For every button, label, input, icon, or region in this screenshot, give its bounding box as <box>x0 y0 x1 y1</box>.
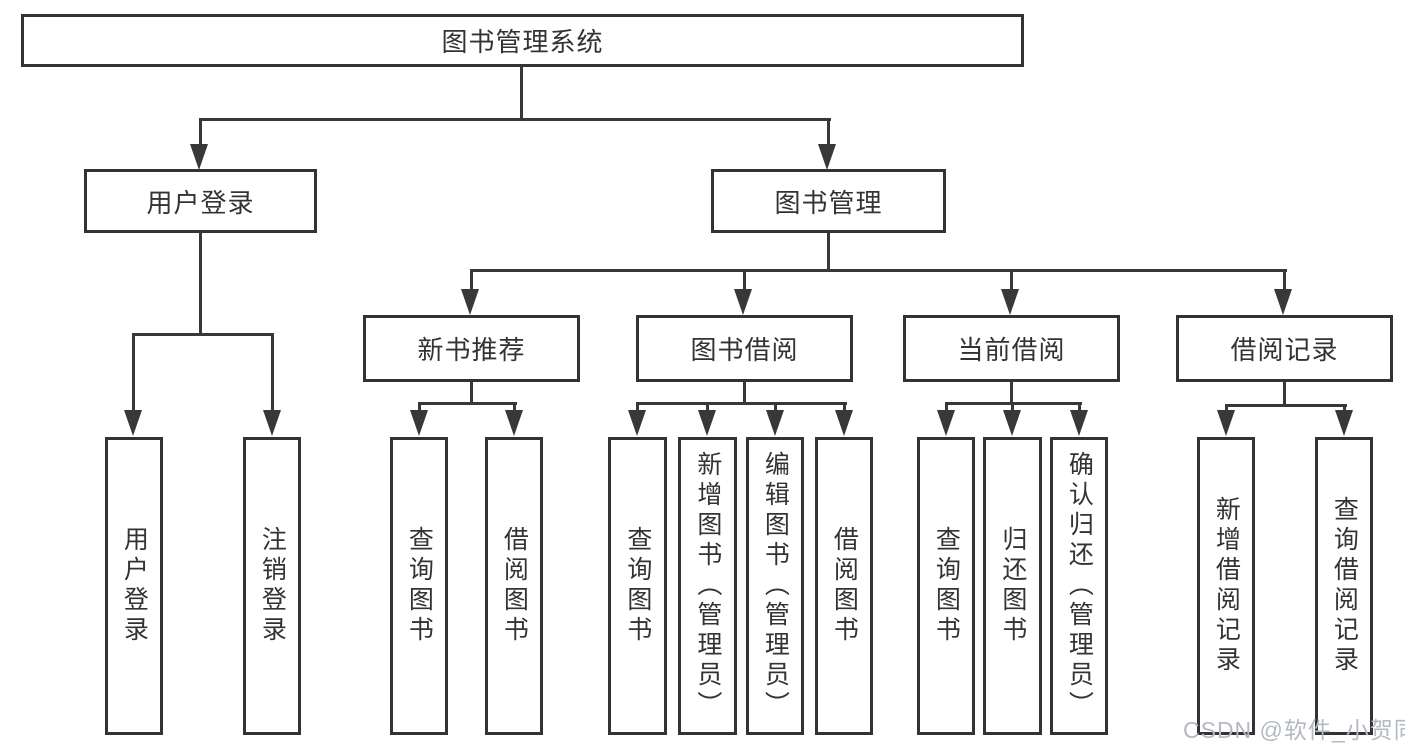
connector-h-line <box>636 402 847 405</box>
node-label: 查询图书 <box>932 526 961 646</box>
connector-v-line <box>470 382 473 404</box>
connector-v-line <box>774 402 777 411</box>
node-label: 编辑图书（管理员） <box>761 451 790 721</box>
connector-v-line <box>945 402 948 411</box>
node-leaf-add-borrow-record: 新增借阅记录 <box>1197 437 1255 735</box>
node-label: 查询图书 <box>623 526 652 646</box>
connector-v-line <box>1010 269 1013 291</box>
connector-v-line <box>418 402 421 411</box>
connector-v-line <box>1011 402 1014 411</box>
node-leaf-logout: 注销登录 <box>243 437 301 735</box>
connector-v-line <box>743 269 746 291</box>
arrow-down-icon <box>1217 410 1235 436</box>
connector-v-line <box>132 333 135 411</box>
node-label: 借阅图书 <box>830 526 859 646</box>
arrow-down-icon <box>818 144 836 170</box>
node-new-book-recommend: 新书推荐 <box>363 315 580 382</box>
connector-h-line <box>132 333 274 336</box>
node-label: 查询借阅记录 <box>1330 496 1359 676</box>
node-borrow-records: 借阅记录 <box>1176 315 1393 382</box>
arrow-down-icon <box>1001 289 1019 315</box>
csdn-watermark: CSDN @软件_小贺同学 <box>1183 717 1405 743</box>
arrow-down-icon <box>698 410 716 436</box>
connector-h-line <box>1225 404 1347 407</box>
node-label: 查询图书 <box>405 526 434 646</box>
arrow-down-icon <box>835 410 853 436</box>
arrow-down-icon <box>124 410 142 436</box>
arrow-down-icon <box>1335 410 1353 436</box>
connector-v-line <box>706 402 709 411</box>
connector-v-line <box>1010 382 1013 404</box>
node-label: 新增图书（管理员） <box>693 451 722 721</box>
node-label: 借阅图书 <box>500 526 529 646</box>
connector-v-line <box>1283 269 1286 291</box>
arrow-down-icon <box>1003 410 1021 436</box>
arrow-down-icon <box>734 289 752 315</box>
connector-v-line <box>199 118 202 147</box>
node-leaf-add-books-admin: 新增图书（管理员） <box>678 437 737 735</box>
arrow-down-icon <box>263 410 281 436</box>
arrow-down-icon <box>1070 410 1088 436</box>
connector-v-line <box>827 118 830 147</box>
arrow-down-icon <box>505 410 523 436</box>
arrow-down-icon <box>461 289 479 315</box>
node-label: 确认归还（管理员） <box>1065 451 1094 721</box>
connector-v-line <box>636 402 639 411</box>
node-leaf-confirm-return-admin: 确认归还（管理员） <box>1050 437 1108 735</box>
node-user-login-group: 用户登录 <box>84 169 317 233</box>
node-label: 注销登录 <box>258 526 287 646</box>
node-current-borrow: 当前借阅 <box>903 315 1120 382</box>
node-leaf-borrow-books: 借阅图书 <box>815 437 873 735</box>
connector-v-line <box>1078 402 1081 411</box>
connector-v-line <box>1225 404 1228 412</box>
node-book-management: 图书管理 <box>711 169 946 233</box>
node-label: 用户登录 <box>120 526 149 646</box>
connector-v-line <box>843 402 846 411</box>
node-root: 图书管理系统 <box>21 14 1024 67</box>
arrow-down-icon <box>1274 289 1292 315</box>
connector-v-line <box>271 333 274 411</box>
connector-v-line <box>743 382 746 404</box>
node-leaf-user-login: 用户登录 <box>105 437 163 735</box>
arrow-down-icon <box>937 410 955 436</box>
connector-v-line <box>827 233 830 271</box>
connector-v-line <box>1343 404 1346 412</box>
node-leaf-return-books: 归还图书 <box>983 437 1042 735</box>
arrow-down-icon <box>410 410 428 436</box>
node-leaf-query-borrow-record: 查询借阅记录 <box>1315 437 1373 735</box>
arrow-down-icon <box>628 410 646 436</box>
arrow-down-icon <box>190 144 208 170</box>
connector-v-line <box>199 232 202 335</box>
node-leaf-recommend-query-books: 查询图书 <box>390 437 448 735</box>
arrow-down-icon <box>766 410 784 436</box>
connector-v-line <box>470 269 473 291</box>
node-book-borrow: 图书借阅 <box>636 315 853 382</box>
node-label: 归还图书 <box>998 526 1027 646</box>
node-leaf-current-query-books: 查询图书 <box>917 437 975 735</box>
node-leaf-recommend-borrow-books: 借阅图书 <box>485 437 543 735</box>
node-leaf-borrow-query-books: 查询图书 <box>608 437 667 735</box>
connector-v-line <box>520 66 523 118</box>
node-label: 新增借阅记录 <box>1212 496 1241 676</box>
connector-v-line <box>513 402 516 411</box>
connector-h-line <box>199 118 831 121</box>
connector-v-line <box>1283 382 1286 406</box>
connector-h-line <box>418 402 517 405</box>
node-leaf-edit-books-admin: 编辑图书（管理员） <box>746 437 804 735</box>
connector-h-line <box>470 269 1287 272</box>
